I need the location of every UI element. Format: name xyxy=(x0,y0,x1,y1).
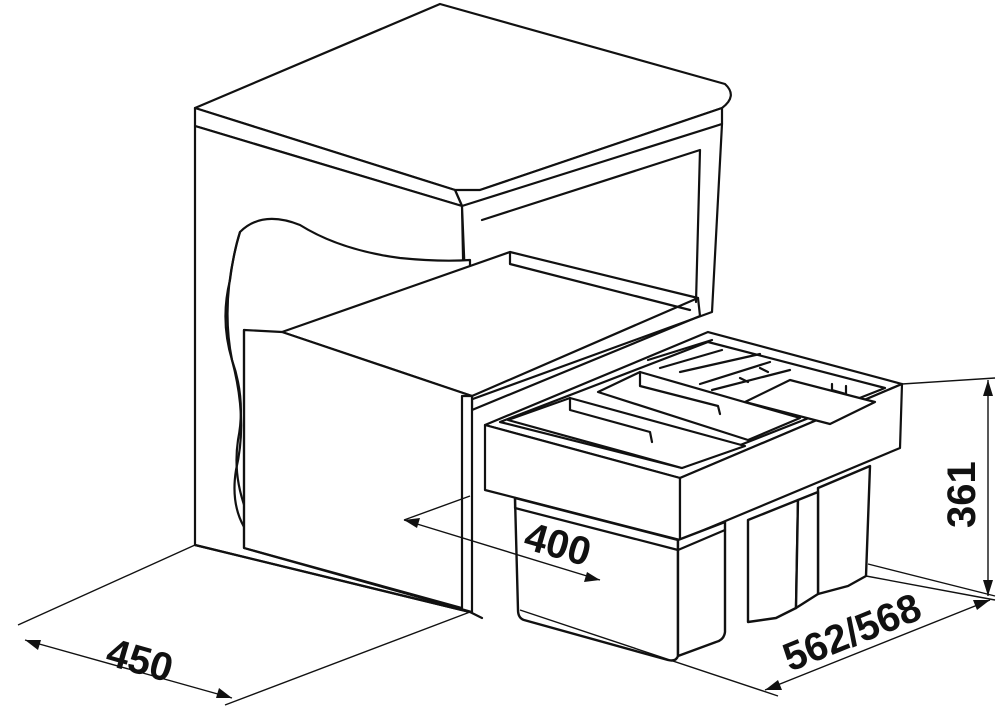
cabinet-width-extension-right xyxy=(224,611,471,706)
depth-dimension-line xyxy=(764,599,991,691)
cutaway-wave-line xyxy=(226,230,264,550)
depth-arrow-left xyxy=(765,680,782,690)
tray-divider-lines xyxy=(646,338,792,392)
bins xyxy=(513,464,872,662)
depth-arrow-right xyxy=(973,600,990,610)
cabinet-width-arrow-left xyxy=(25,640,41,650)
cabinet-width-extension-left xyxy=(17,544,196,626)
drawer-front-thickness xyxy=(460,394,474,610)
depth-extension-rear xyxy=(865,575,996,601)
dimension-label-cabinet-width: 450 xyxy=(102,630,178,691)
drawer-front-edge xyxy=(242,328,464,610)
bin-opening-right xyxy=(743,378,877,426)
width-inner-arrow-right xyxy=(584,572,600,582)
cabinet-width-arrow-right xyxy=(216,688,232,698)
bin-small-right-front xyxy=(746,498,800,624)
bin-large-rim xyxy=(513,496,727,552)
tray-inner-rim xyxy=(498,340,887,470)
bin-handle-large xyxy=(568,396,654,444)
height-arrow-top xyxy=(983,380,993,396)
bin-small-right-rear xyxy=(816,464,872,596)
tray-divider-slots xyxy=(738,366,770,384)
frame-rail xyxy=(508,250,692,312)
bin-handle-right xyxy=(830,382,848,396)
bin-opening-large xyxy=(506,396,747,470)
bin-large-side xyxy=(676,520,727,658)
depth-extension-front xyxy=(519,609,779,697)
bin-small-side xyxy=(794,490,820,610)
pull-out-frame xyxy=(242,250,702,614)
width-inner-dimension-line xyxy=(403,519,601,581)
width-inner-extension xyxy=(403,495,471,521)
bin-handle-middle xyxy=(638,370,722,416)
height-extension-bottom xyxy=(867,563,996,597)
bin-tray xyxy=(483,330,904,542)
height-extension-top xyxy=(901,377,996,385)
dimension-label-height: 361 xyxy=(940,461,984,528)
cabinet-front-inner-edge xyxy=(480,148,702,304)
width-inner-arrow-left xyxy=(404,518,420,528)
cabinet-width-dimension-line xyxy=(24,639,233,699)
height-arrow-bottom xyxy=(983,580,993,596)
